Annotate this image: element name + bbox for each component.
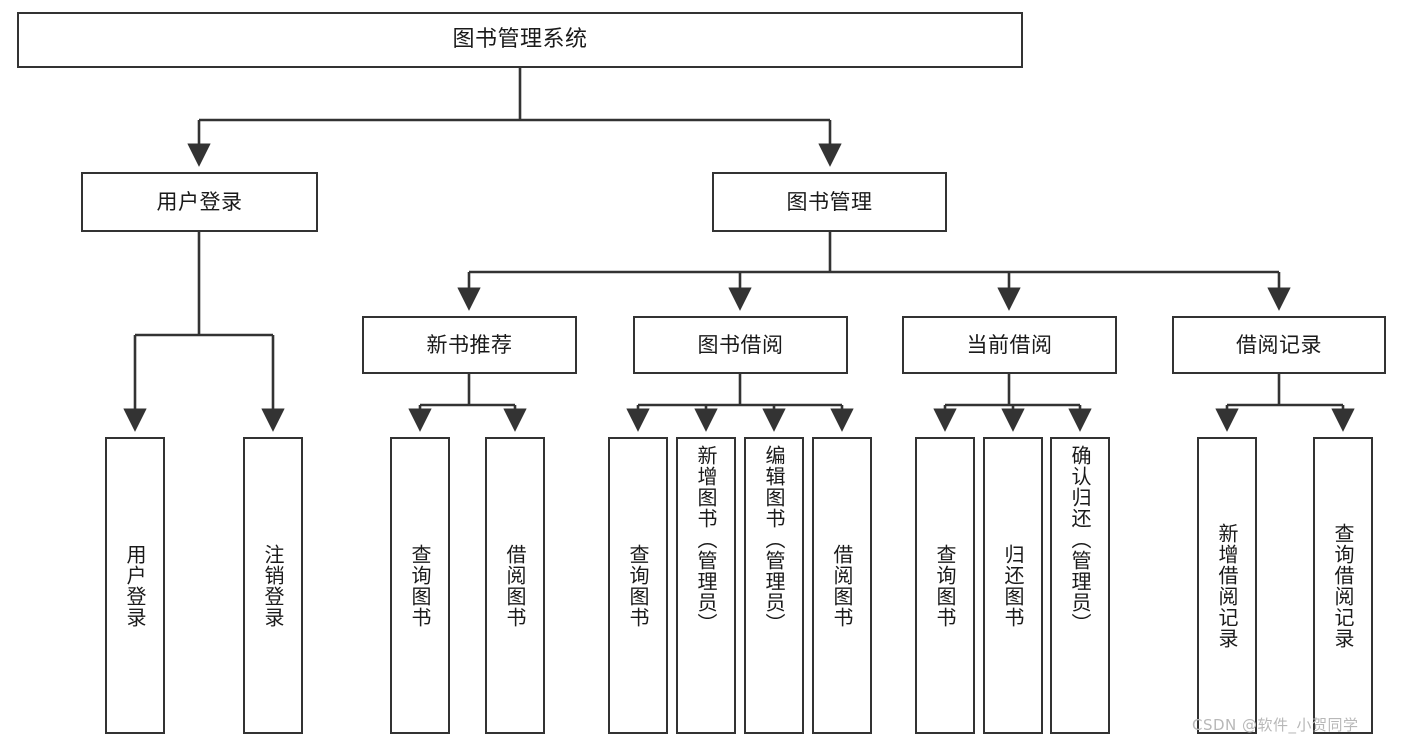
leaf-add-book-admin-label: 新增图书（管理员） [694,445,718,634]
leaf-confirm-return-admin-label: 确认归还（管理员） [1068,445,1092,634]
leaf-query-book-borrow-label: 查询图书 [626,543,650,628]
leaf-query-book-newbook-label: 查询图书 [408,543,432,628]
leaf-borrow-book-newbook[interactable]: 借阅图书 [485,437,545,734]
node-current-borrow-label: 当前借阅 [966,332,1053,357]
node-new-book-recommend-label: 新书推荐 [426,332,513,357]
leaf-return-book[interactable]: 归还图书 [983,437,1043,734]
leaf-query-borrow-record-label: 查询借阅记录 [1331,522,1355,649]
leaf-query-book-current[interactable]: 查询图书 [915,437,975,734]
node-book-borrow[interactable]: 图书借阅 [633,316,848,374]
leaf-query-book-newbook[interactable]: 查询图书 [390,437,450,734]
node-new-book-recommend[interactable]: 新书推荐 [362,316,577,374]
leaf-query-book-borrow[interactable]: 查询图书 [608,437,668,734]
node-user-login[interactable]: 用户登录 [81,172,318,232]
leaf-logout-label: 注销登录 [261,543,285,628]
leaf-add-borrow-record-label: 新增借阅记录 [1215,522,1239,649]
leaf-query-book-current-label: 查询图书 [933,543,957,628]
leaf-query-borrow-record[interactable]: 查询借阅记录 [1313,437,1373,734]
leaf-confirm-return-admin[interactable]: 确认归还（管理员） [1050,437,1110,734]
leaf-borrow-book[interactable]: 借阅图书 [812,437,872,734]
leaf-edit-book-admin-label: 编辑图书（管理员） [762,445,786,634]
node-borrow-record-label: 借阅记录 [1236,332,1322,357]
leaf-borrow-book-label: 借阅图书 [830,543,854,628]
node-book-management-label: 图书管理 [786,189,873,214]
leaf-add-borrow-record[interactable]: 新增借阅记录 [1197,437,1257,734]
leaf-edit-book-admin[interactable]: 编辑图书（管理员） [744,437,804,734]
leaf-add-book-admin[interactable]: 新增图书（管理员） [676,437,736,734]
leaf-borrow-book-newbook-label: 借阅图书 [503,543,527,628]
node-borrow-record[interactable]: 借阅记录 [1172,316,1386,374]
leaf-return-book-label: 归还图书 [1001,543,1025,628]
csdn-watermark: CSDN @软件_小贺同学 [1192,716,1359,734]
node-root[interactable]: 图书管理系统 [17,12,1023,68]
node-user-login-label: 用户登录 [156,189,243,214]
node-book-borrow-label: 图书借阅 [697,332,784,357]
node-current-borrow[interactable]: 当前借阅 [902,316,1117,374]
leaf-user-login-label: 用户登录 [123,543,147,628]
node-root-label: 图书管理系统 [452,27,588,53]
leaf-logout[interactable]: 注销登录 [243,437,303,734]
leaf-user-login[interactable]: 用户登录 [105,437,165,734]
node-book-management[interactable]: 图书管理 [712,172,947,232]
